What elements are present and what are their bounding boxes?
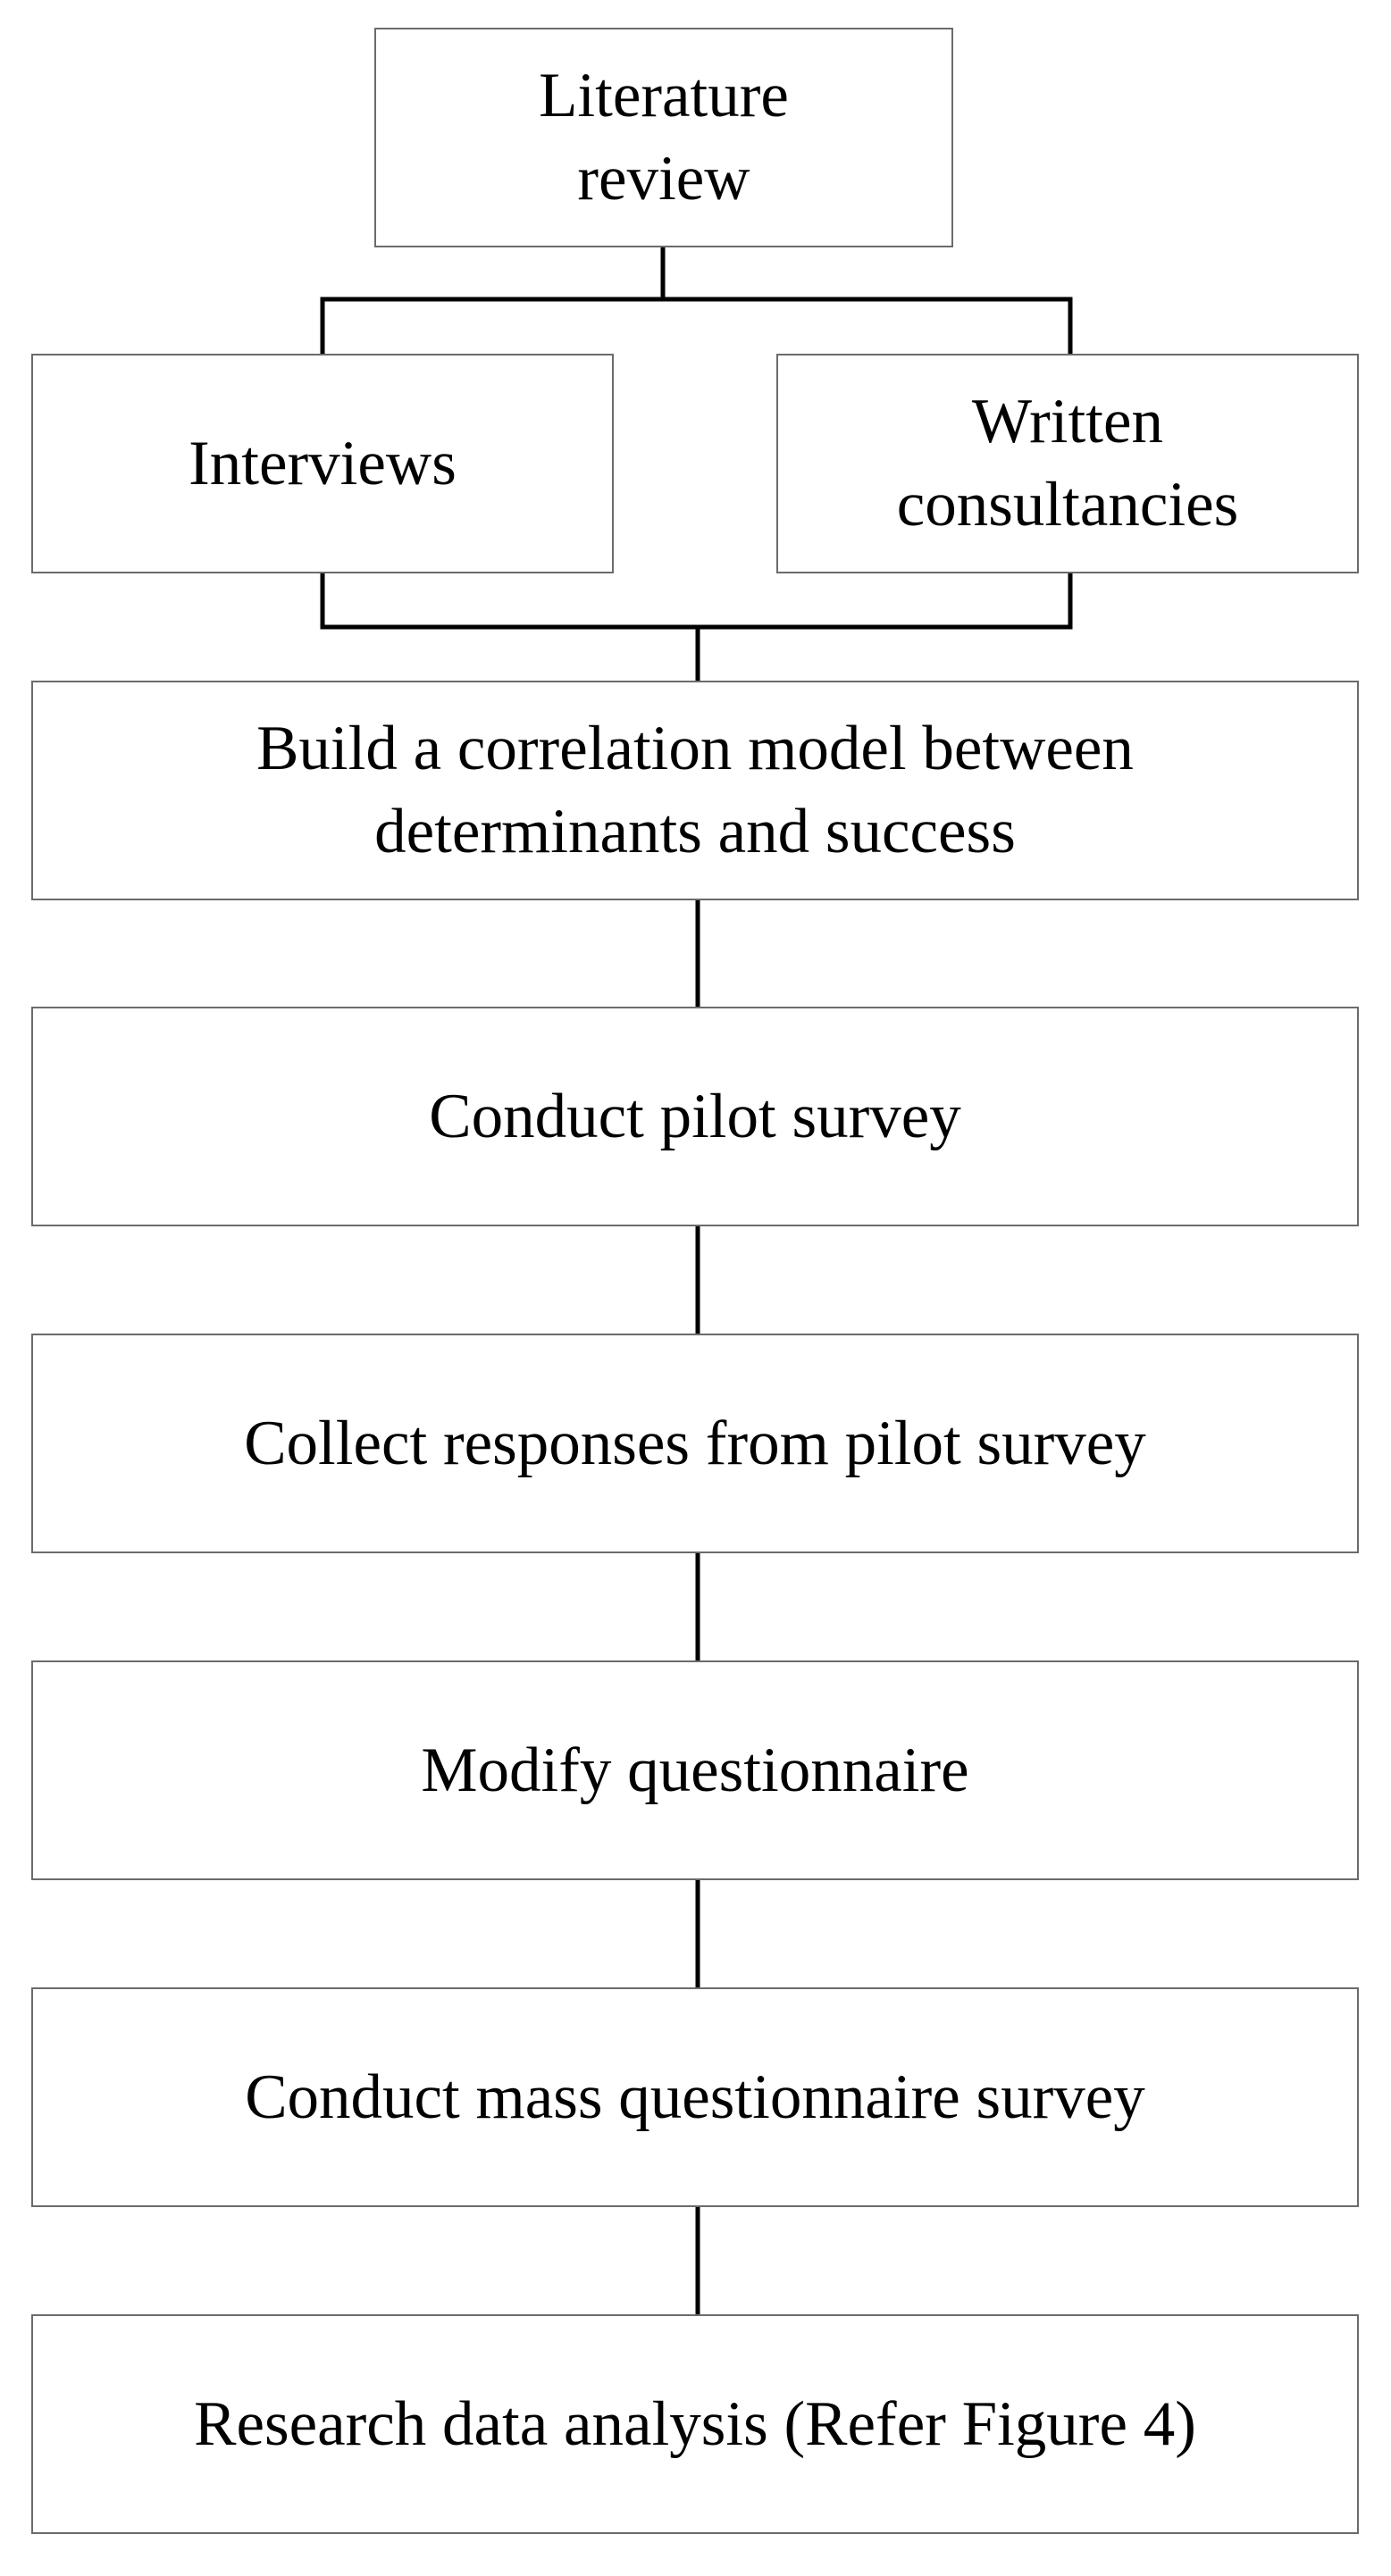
literature-review-box: Literature review: [374, 28, 953, 247]
written-consultancies-box: Written consultancies: [776, 354, 1359, 573]
data-analysis-box: Research data analysis (Refer Figure 4): [31, 2314, 1359, 2534]
mass-survey-box: Conduct mass questionnaire survey: [31, 1987, 1359, 2207]
pilot-survey-box: Conduct pilot survey: [31, 1007, 1359, 1226]
collect-responses-box: Collect responses from pilot survey: [31, 1334, 1359, 1553]
modify-questionnaire-label: Modify questionnaire: [421, 1735, 969, 1805]
pilot-survey-label: Conduct pilot survey: [429, 1081, 961, 1151]
build-model-box: Build a correlation model between determ…: [31, 681, 1359, 900]
data-analysis-label: Research data analysis (Refer Figure 4): [194, 2388, 1196, 2459]
literature-review-label: Literature review: [539, 61, 789, 213]
written-consultancies-label: Written consultancies: [896, 387, 1239, 539]
mass-survey-label: Conduct mass questionnaire survey: [245, 2062, 1145, 2132]
connector-branch-split: [320, 297, 1073, 355]
interviews-label: Interviews: [189, 428, 457, 498]
connector-branch-merge: [320, 572, 1073, 630]
build-model-label: Build a correlation model between determ…: [256, 714, 1134, 866]
collect-responses-label: Collect responses from pilot survey: [244, 1408, 1146, 1478]
interviews-box: Interviews: [31, 354, 614, 573]
modify-questionnaire-box: Modify questionnaire: [31, 1660, 1359, 1880]
